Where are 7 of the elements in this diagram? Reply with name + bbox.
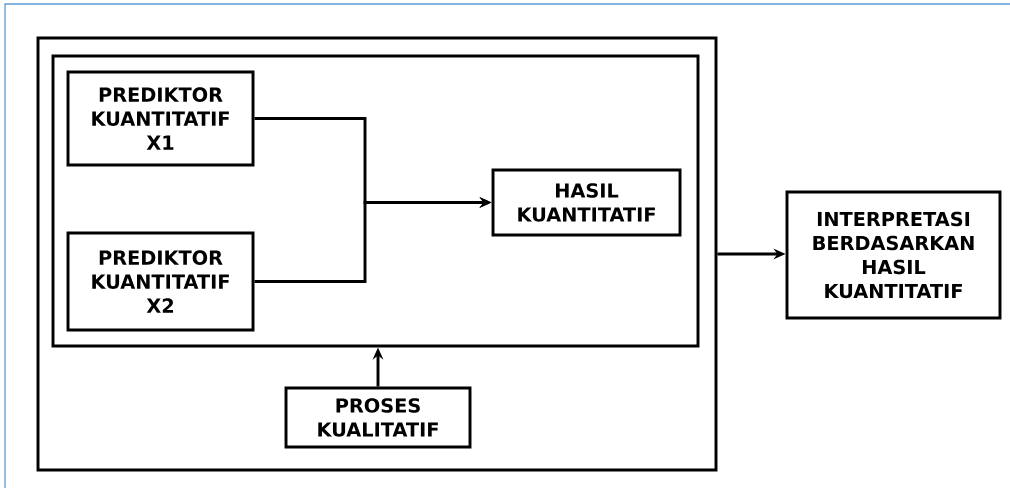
process-box: HASIL KUANTITATIF [491, 168, 682, 237]
process-box: PREDIKTOR KUANTITATIF X2 [66, 231, 255, 332]
process-box: PROSES KUALITATIF [284, 386, 472, 449]
process-box: INTERPRETASI BERDASARKAN HASIL KUANTITATIF [785, 190, 1002, 320]
outer-frame [36, 36, 718, 472]
process-box: PREDIKTOR KUANTITATIF X1 [66, 70, 255, 167]
inner-frame [51, 54, 700, 348]
